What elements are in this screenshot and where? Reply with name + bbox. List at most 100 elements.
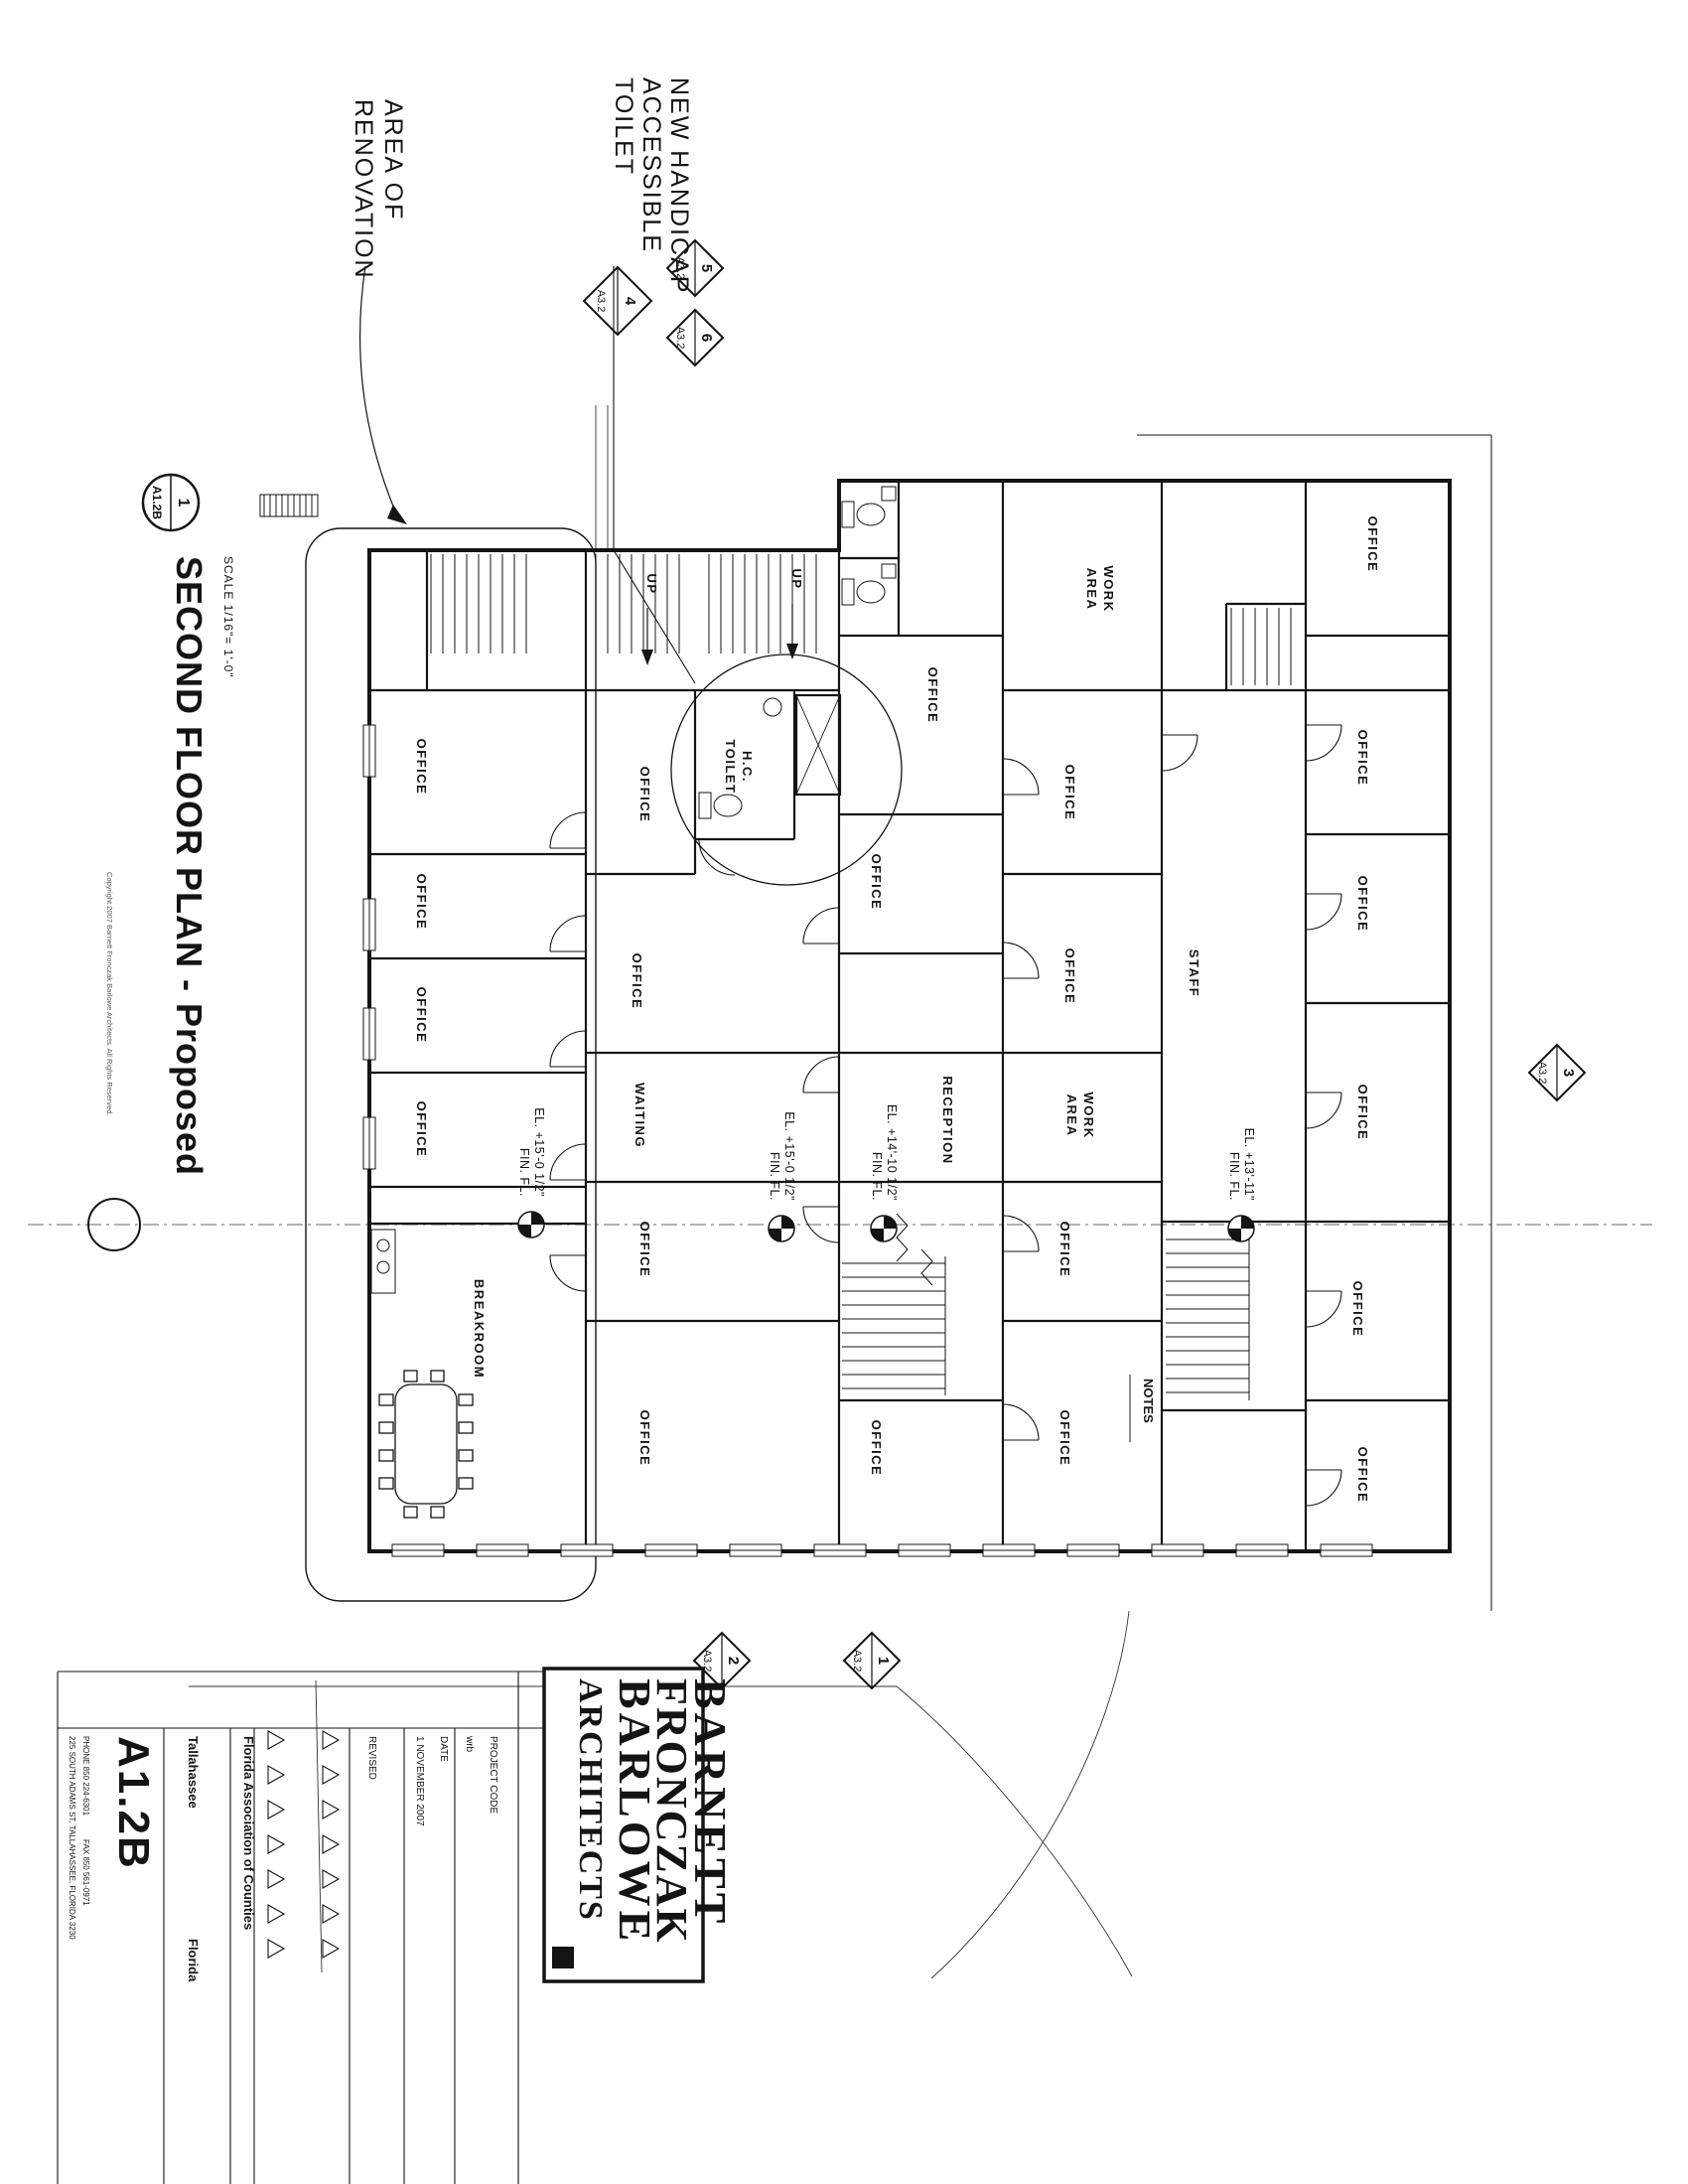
interior-walls xyxy=(369,481,1450,1551)
detail-marker-5: 5 A3.2 xyxy=(665,238,725,298)
svg-text:WORK: WORK xyxy=(1081,1092,1096,1138)
revised-label: REVISED xyxy=(366,1736,377,1780)
svg-text:A3.2: A3.2 xyxy=(595,290,607,313)
plumbing-fixtures xyxy=(370,486,897,1294)
drawing-scale: SCALE 1/16"= 1'-0" xyxy=(221,556,235,678)
room-label-office: OFFICE xyxy=(630,953,644,1010)
new-handicap-toilet-callout: NEW HANDICAP ACCESSIBLE TOILET xyxy=(610,77,693,294)
stair-up-arrows xyxy=(641,604,798,665)
room-label-breakroom: BREAKROOM xyxy=(472,1279,487,1379)
title-block-dividers xyxy=(57,1671,544,2184)
windows xyxy=(362,724,1373,1557)
renovation-arrowhead xyxy=(387,505,407,524)
notes-header: NOTES xyxy=(1141,1379,1156,1423)
room-label-office: OFFICE xyxy=(1355,876,1370,933)
elevation-text: EL. +14'-10 1/2" xyxy=(885,1104,899,1201)
room-label-office: OFFICE xyxy=(1355,1447,1370,1504)
room-label-office: OFFICE xyxy=(925,667,940,724)
detail-marker-1: 1 A3.2 xyxy=(842,1631,902,1690)
benchmark-target-1: EL. +15'-0 1/2" FIN. FL. xyxy=(517,1107,546,1238)
benchmark-target-4: EL. +13'-11" FIN. FL. xyxy=(1227,1128,1256,1242)
svg-text:WORK: WORK xyxy=(1101,565,1116,612)
svg-text:A3.2: A3.2 xyxy=(674,327,686,350)
svg-text:TOILET: TOILET xyxy=(610,77,637,176)
svg-text:RENOVATION: RENOVATION xyxy=(350,99,377,280)
elevation-text: FIN. FL. xyxy=(1227,1152,1241,1201)
svg-text:NEW HANDICAP: NEW HANDICAP xyxy=(665,77,693,294)
svg-text:A3.2: A3.2 xyxy=(851,1650,863,1673)
svg-text:1: 1 xyxy=(175,499,192,508)
room-label-office: OFFICE xyxy=(414,874,429,931)
room-label-work-area-top: WORK AREA xyxy=(1084,565,1116,612)
firm-name-architects: ARCHITECTS xyxy=(572,1678,609,1922)
room-label-office: OFFICE xyxy=(1057,1222,1072,1278)
svg-text:6: 6 xyxy=(698,334,715,342)
date-label: DATE xyxy=(438,1736,449,1762)
elevation-text: FIN. FL. xyxy=(768,1152,781,1201)
elevation-text: EL. +15'-0 1/2" xyxy=(532,1107,546,1197)
site-boundary xyxy=(1137,434,1492,1611)
elevation-text: FIN. FL. xyxy=(517,1148,531,1197)
svg-text:AREA: AREA xyxy=(1084,568,1099,611)
svg-text:TOILET: TOILET xyxy=(723,740,738,795)
stair-up-label: UP xyxy=(789,568,804,589)
window-sill-hatch xyxy=(259,494,319,517)
firm-name-fronczak: FRONCZAK xyxy=(647,1678,696,1945)
room-label-office: OFFICE xyxy=(869,1420,884,1477)
svg-text:A3.2: A3.2 xyxy=(1536,1062,1548,1085)
room-label-office: OFFICE xyxy=(1062,765,1077,821)
detail-marker-2: 2 A3.2 xyxy=(692,1631,752,1690)
elevator xyxy=(794,693,842,797)
svg-text:2: 2 xyxy=(725,1657,742,1665)
room-label-office: OFFICE xyxy=(1350,1281,1365,1338)
elevation-text: EL. +15'-0 1/2" xyxy=(782,1111,796,1201)
benchmark-target-3: EL. +14'-10 1/2" FIN. FL. xyxy=(870,1104,899,1242)
detail-marker-3: 3 A3.2 xyxy=(1527,1043,1587,1102)
elevation-text: FIN. FL. xyxy=(870,1152,884,1201)
svg-text:ACCESSIBLE: ACCESSIBLE xyxy=(637,77,665,253)
copyright-note: Copyright 2007 Barnett Fronczak Barlowe … xyxy=(105,872,114,1116)
room-label-work-area-mid: WORK AREA xyxy=(1064,1092,1096,1138)
room-label-hc-toilet: H.C. TOILET xyxy=(723,740,755,795)
state-label: Florida xyxy=(186,1939,201,1982)
svg-text:AREA OF: AREA OF xyxy=(379,99,407,220)
room-label-office: OFFICE xyxy=(1365,516,1380,573)
svg-text:4: 4 xyxy=(622,297,638,306)
detail-marker-6: 6 A3.2 xyxy=(665,308,725,367)
room-label-office: OFFICE xyxy=(1062,948,1077,1005)
client-name: Florida Association of Counties xyxy=(241,1736,256,1930)
room-label-waiting: WAITING xyxy=(633,1083,647,1148)
room-label-office: OFFICE xyxy=(637,1222,652,1278)
date-value: 1 NOVEMBER 2007 xyxy=(414,1736,425,1826)
area-of-renovation-callout: AREA OF RENOVATION xyxy=(350,99,407,280)
room-label-office: OFFICE xyxy=(637,767,652,823)
room-label-office: OFFICE xyxy=(1355,730,1370,787)
svg-text:A3.2: A3.2 xyxy=(701,1650,713,1673)
firm-phone: PHONE 850 224-6301 xyxy=(81,1736,90,1817)
drawing-title-bubble: 1 A1.2B xyxy=(141,473,201,532)
room-label-staff: STAFF xyxy=(1187,949,1201,997)
detail-marker-4: 4 A3.2 xyxy=(582,265,653,337)
room-label-office: OFFICE xyxy=(1057,1410,1072,1467)
drawing-title: SECOND FLOOR PLAN - Proposed xyxy=(169,556,210,1176)
title-block: 225 SOUTH ADAMS ST, TALLAHASSEE, FLORIDA… xyxy=(57,1667,736,2184)
room-label-office: OFFICE xyxy=(414,1101,429,1158)
breakroom-table xyxy=(378,1370,474,1519)
room-label-office: OFFICE xyxy=(414,987,429,1044)
room-label-reception: RECEPTION xyxy=(940,1076,955,1164)
benchmark-target-2: EL. +15'-0 1/2" FIN. FL. xyxy=(768,1111,796,1242)
svg-text:1: 1 xyxy=(875,1657,892,1665)
room-label-office: OFFICE xyxy=(869,854,884,911)
firm-name-barlowe: BARLOWE xyxy=(610,1678,660,1945)
drawn-by: wrb xyxy=(464,1735,475,1753)
exterior-walls xyxy=(367,479,1452,1553)
stair-up-label: UP xyxy=(644,573,659,594)
project-code-label: PROJECT CODE xyxy=(488,1736,498,1814)
room-label-office: OFFICE xyxy=(637,1410,652,1467)
room-label-office: OFFICE xyxy=(1355,1085,1370,1141)
svg-text:5: 5 xyxy=(698,264,715,272)
city-label: Tallahassee xyxy=(186,1736,201,1809)
firm-fax: FAX 850 561-0971 xyxy=(81,1839,90,1906)
